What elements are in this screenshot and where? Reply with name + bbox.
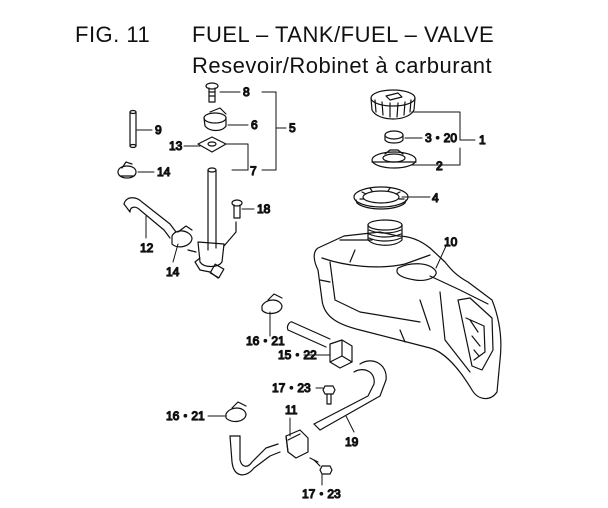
callout-6: 6	[251, 118, 258, 132]
callout-13: 13	[169, 139, 183, 153]
figure-number: FIG. 11	[75, 22, 151, 47]
callout-14-upper: 14	[157, 165, 171, 179]
callout-8: 8	[243, 85, 250, 99]
valve-plate-part	[197, 136, 227, 153]
valve-screw-part	[231, 199, 243, 219]
callout-3-20: 3・20	[425, 131, 457, 145]
breather-tube-part	[286, 321, 331, 348]
hose-clip-part	[171, 225, 193, 248]
valve-body-part	[187, 167, 237, 279]
valve-lever-part	[203, 107, 227, 132]
figure-title-french: Resevoir/Robinet à carburant	[192, 53, 493, 78]
bolt-part	[322, 385, 336, 405]
callout-10: 10	[444, 235, 458, 249]
callout-2: 2	[436, 159, 443, 173]
fuel-tank-part	[313, 231, 502, 400]
fuel-hose-part	[123, 197, 177, 239]
callout-7: 7	[250, 164, 257, 178]
valve-screw-part	[205, 82, 219, 103]
bolt-part	[309, 457, 333, 475]
filler-neck-part	[367, 219, 403, 246]
callout-15-22: 15・22	[278, 348, 317, 362]
callout-18: 18	[257, 202, 271, 216]
hose-clamp-part	[329, 339, 353, 369]
callout-4: 4	[432, 191, 439, 205]
callout-16-21-lower: 16・21	[166, 409, 205, 423]
cap-seal-part	[384, 130, 404, 144]
callout-19: 19	[345, 435, 359, 449]
hose-clip-part	[261, 293, 283, 315]
callout-17-23-lower: 17・23	[302, 487, 341, 501]
fuel-pipe-part	[129, 109, 137, 149]
ring-nut-part	[353, 186, 409, 210]
leader-lines	[136, 91, 476, 486]
callout-1: 1	[479, 133, 486, 147]
callout-5: 5	[289, 121, 296, 135]
callout-9: 9	[155, 123, 162, 137]
callout-14-lower: 14	[166, 265, 180, 279]
hose-clip-part	[117, 161, 137, 179]
hose-clip-part	[225, 401, 247, 423]
drain-hose-part	[313, 360, 387, 431]
callout-12: 12	[140, 241, 154, 255]
callout-16-21-upper: 16・21	[246, 334, 285, 348]
fuel-hose-part	[229, 435, 281, 476]
callout-11: 11	[285, 403, 298, 417]
rubber-grommet-part	[285, 429, 309, 459]
figure-title-english: FUEL – TANK/FUEL – VALVE	[192, 22, 495, 47]
callout-17-23-upper: 17・23	[272, 381, 311, 395]
cap-gasket-part	[371, 149, 417, 169]
fuel-cap-part	[370, 89, 416, 120]
